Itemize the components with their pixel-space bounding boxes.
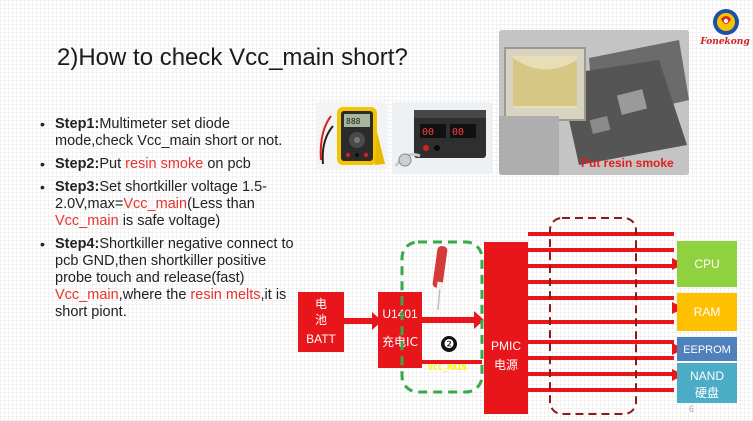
step-item: Step4:Shortkiller negative connect to pc…	[40, 236, 304, 321]
step-text: Set shortkiller voltage 1.5-2.0V,max=	[55, 179, 267, 212]
svg-text:00: 00	[452, 127, 464, 138]
step-item: Step1:Multimeter set diode mode,check Vc…	[40, 116, 304, 150]
step-highlight: resin smoke	[125, 156, 204, 172]
charger-ic-label-line1: U1401	[382, 307, 418, 321]
battery-label-line1: 电	[315, 297, 327, 311]
pmic-label-line1: PMIC	[491, 339, 521, 353]
charger-ic-label-line2: 充电IC	[382, 334, 418, 349]
resin-smoke-caption: Put resin smoke	[581, 156, 674, 170]
step-text: Shortkiller negative connect to pcb GND,…	[55, 236, 294, 286]
step-label: Step4:	[55, 236, 100, 252]
page-number: 6	[689, 404, 695, 414]
nand-label-cn: 硬盘	[695, 385, 719, 400]
step-label: Step2:	[55, 156, 100, 172]
step-label: Step3:	[55, 179, 100, 195]
step-text: Multimeter set diode mode,check Vcc_main…	[55, 116, 283, 149]
step-text: ,it is short piont.	[55, 287, 287, 320]
battery-label-line2: 池	[315, 313, 327, 327]
step-highlight: Vcc_main	[123, 196, 188, 212]
battery-block	[298, 292, 344, 352]
step-item: Step2:Put resin smoke on pcb	[40, 156, 304, 173]
pmic-label-line2: 电源	[494, 358, 518, 372]
step-text: (Less than	[187, 196, 255, 212]
step-text: on pcb	[203, 156, 251, 172]
batt-arrowhead	[372, 312, 382, 330]
step-highlight: Vcc_main	[55, 287, 119, 303]
cpu-block	[677, 241, 737, 287]
step-text: Put	[99, 156, 126, 172]
ram-label: RAM	[694, 305, 721, 319]
step-marker-icon	[441, 336, 457, 352]
battery-label-line3: BATT	[306, 332, 336, 346]
vcc-main-arrowhead	[474, 311, 484, 329]
vcc-main-lower-line	[422, 360, 482, 364]
eeprom-label: EEPROM	[683, 344, 731, 356]
pcb-resin-photo	[499, 30, 689, 175]
logo-text: Fonekong	[700, 37, 750, 47]
multimeter-photo: 888	[317, 102, 387, 170]
batt-to-charger-line	[344, 318, 374, 324]
output-rails	[528, 232, 684, 392]
fonekong-logo-icon	[713, 9, 739, 35]
steps-list: Step1:Multimeter set diode mode,check Vc…	[40, 116, 304, 327]
ram-block	[677, 293, 737, 331]
step-highlight: Vcc_main	[55, 213, 119, 229]
step-text: ,where the	[118, 287, 191, 303]
eeprom-block	[677, 337, 737, 361]
rails-dashed-region	[549, 217, 637, 415]
nand-block	[677, 363, 737, 403]
pmic-block	[484, 242, 528, 414]
shortkiller-photo: 00 00	[392, 102, 492, 174]
cpu-label: CPU	[694, 257, 719, 271]
svg-text:888: 888	[346, 117, 361, 126]
nand-label: NAND	[690, 369, 724, 383]
step-text: is safe voltage)	[118, 213, 221, 229]
step-label: Step1:	[55, 116, 100, 132]
page-title: 2)How to check Vcc_main short?	[57, 44, 408, 71]
step-item: Step3:Set shortkiller voltage 1.5-2.0V,m…	[40, 179, 304, 230]
charger-ic-block	[378, 292, 422, 368]
svg-text:00: 00	[422, 127, 434, 138]
vcc-main-label: VCC_MAIN	[428, 363, 467, 372]
step-marker-text: ❷	[444, 337, 455, 351]
vcc-main-dashed-region	[400, 240, 484, 394]
step-highlight: resin melts	[190, 287, 261, 303]
vcc-main-line	[422, 317, 476, 323]
probe-icon	[432, 246, 448, 311]
power-path-diagram: 电 池 BATT U1401 充电IC VCC_MAIN ❷ PMIC 电源	[298, 217, 737, 415]
